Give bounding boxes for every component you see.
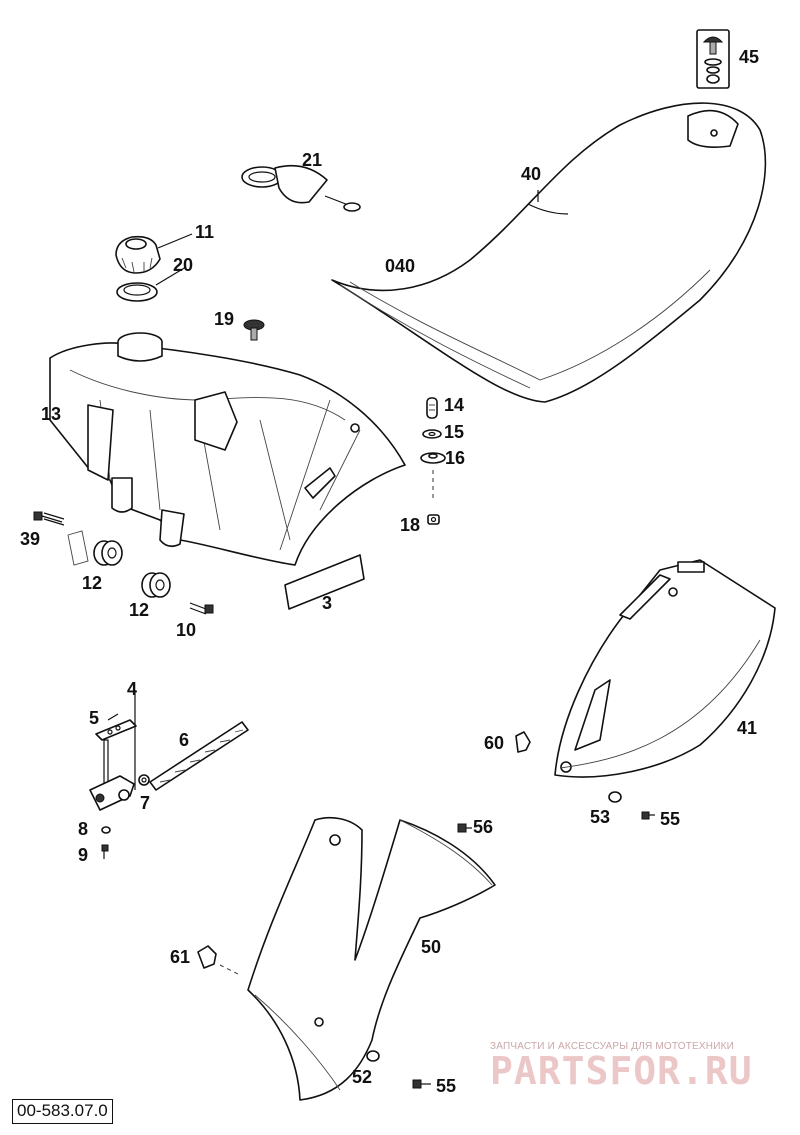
- label-20: 20: [173, 255, 194, 275]
- label-12a: 12: [82, 573, 103, 593]
- label-11: 11: [195, 222, 215, 242]
- label-040: 040: [385, 256, 416, 276]
- part-20-cap-seal: [116, 266, 187, 302]
- part-3-decal: [284, 554, 365, 610]
- part-50-side-cover: [247, 816, 496, 1101]
- label-50: 50: [421, 937, 442, 957]
- label-21: 21: [302, 150, 323, 170]
- part-60-clip: [515, 731, 531, 753]
- label-39: 39: [20, 529, 41, 549]
- watermark-tagline: ЗАПЧАСТИ И АКСЕССУАРЫ ДЛЯ МОТОТЕХНИКИ: [490, 1041, 735, 1052]
- label-13: 13: [41, 404, 62, 424]
- part-45-seat-fastener: [696, 29, 730, 89]
- label-10: 10: [176, 620, 197, 640]
- part-12-damper-a: [93, 540, 123, 566]
- part-9-screw: [101, 844, 109, 859]
- label-53: 53: [590, 807, 611, 827]
- label-3: 3: [322, 593, 333, 613]
- label-9: 9: [78, 845, 89, 865]
- part-16-grommet: [420, 452, 446, 464]
- label-8: 8: [78, 819, 89, 839]
- label-61: 61: [170, 947, 191, 967]
- label-12b: 12: [129, 600, 150, 620]
- part-55-screw-b: [412, 1079, 431, 1089]
- label-45: 45: [739, 47, 760, 67]
- part-14-bolt: [426, 397, 438, 419]
- label-55a: 55: [660, 809, 681, 829]
- label-52: 52: [352, 1067, 373, 1087]
- label-55b: 55: [436, 1076, 457, 1096]
- assembly-line-61: [219, 964, 241, 976]
- label-40: 40: [521, 164, 542, 184]
- part-41-side-cover: [554, 559, 776, 778]
- label-7: 7: [140, 793, 151, 813]
- leader-lines: [107, 690, 136, 721]
- part-4-fuel-tap: [89, 700, 137, 811]
- label-19: 19: [214, 309, 235, 329]
- part-12-damper-b: [141, 572, 171, 598]
- label-18: 18: [400, 515, 421, 535]
- label-15: 15: [444, 422, 465, 442]
- part-61-clip: [197, 945, 217, 969]
- part-52-washer: [366, 1050, 380, 1062]
- part-13-fuel-tank: [49, 332, 406, 566]
- part-11-fuel-cap: [115, 233, 193, 274]
- part-53-washer: [608, 791, 622, 803]
- label-6: 6: [179, 730, 190, 750]
- part-19-bolt: [243, 319, 265, 341]
- part-21-cap-strap: [241, 164, 361, 212]
- part-55-screw-a: [641, 811, 655, 820]
- part-6-fuel-hose: [149, 721, 249, 791]
- label-14: 14: [444, 395, 465, 415]
- label-41: 41: [737, 718, 758, 738]
- label-4: 4: [127, 679, 138, 699]
- label-56: 56: [473, 817, 494, 837]
- label-60: 60: [484, 733, 505, 753]
- diagram-code: 00-583.07.0: [12, 1099, 113, 1124]
- part-040-seat: [331, 102, 767, 403]
- part-18-nut: [427, 514, 440, 525]
- label-16: 16: [445, 448, 466, 468]
- part-8-oring: [101, 826, 111, 834]
- part-39-bolt: [33, 511, 89, 566]
- part-10-screw: [189, 602, 214, 615]
- part-7-clamp: [138, 774, 150, 786]
- label-5: 5: [89, 708, 100, 728]
- watermark-brand: PARTSFOR.RU: [490, 1049, 753, 1093]
- part-56-screw: [457, 823, 472, 833]
- part-15-washer: [422, 429, 442, 439]
